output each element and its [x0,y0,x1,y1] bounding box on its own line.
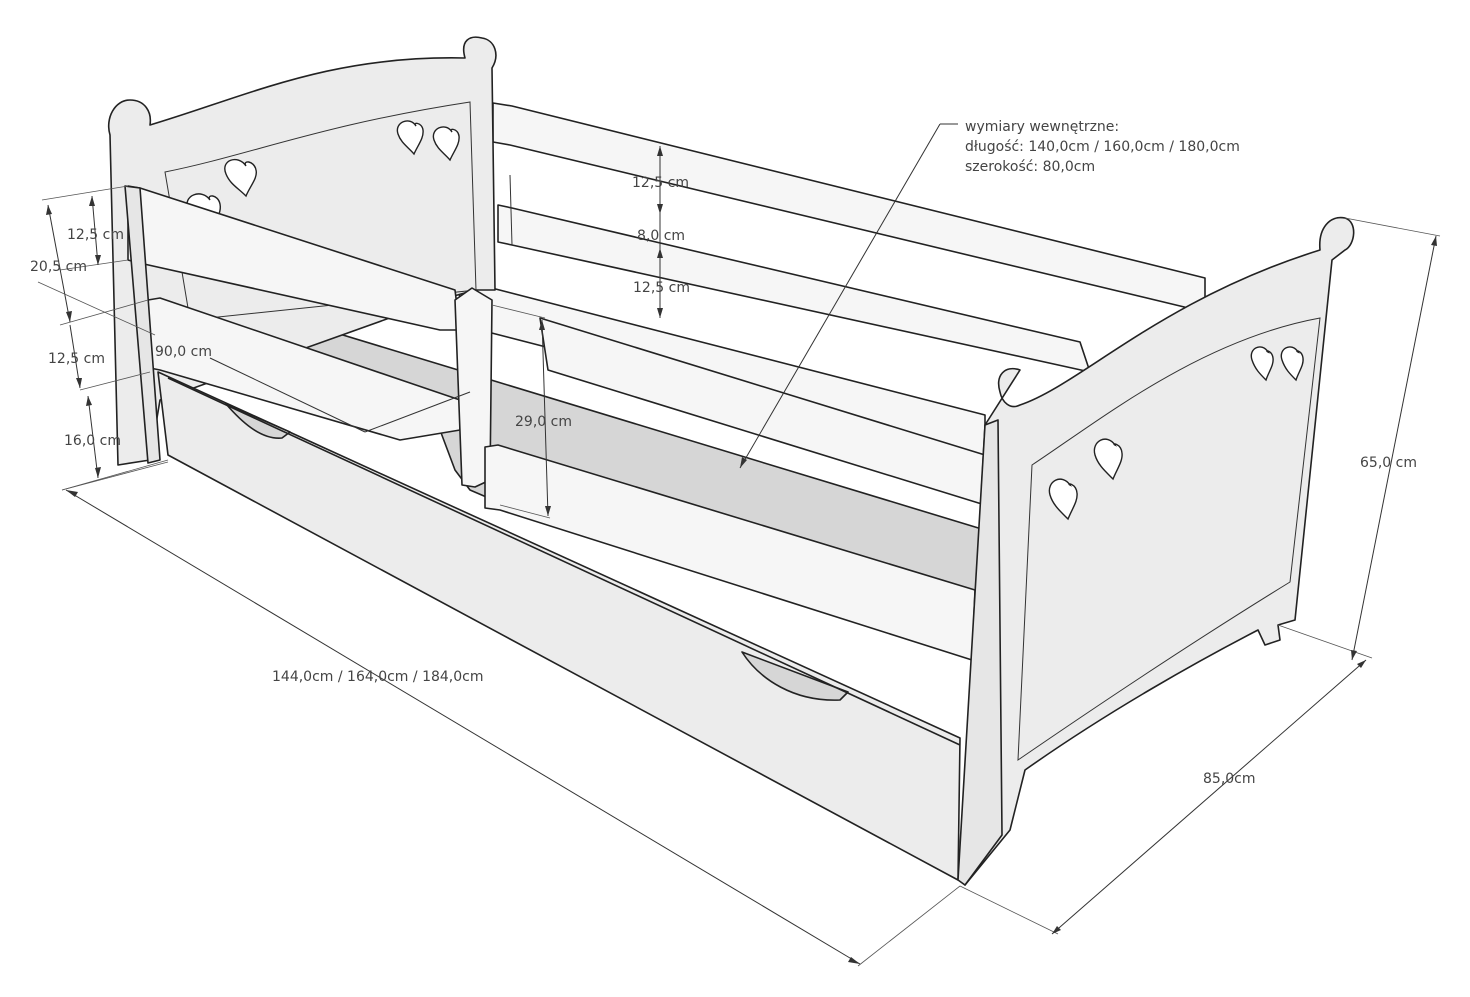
back-top-gap-label: 12,5 cm [632,175,689,191]
footboard-heart-3 [1250,346,1274,382]
footboard [959,216,1355,886]
back-mid-gap-label: 8,0 cm [637,228,685,244]
footboard-heart-2 [1093,438,1123,481]
total-length-label: 144,0cm / 164,0cm / 184,0cm [272,669,483,685]
footboard-inner-frame [1017,317,1321,761]
total-height-label: 65,0 cm [1360,455,1417,471]
drawer-height-label: 16,0 cm [64,433,121,449]
inner-dimensions-title: wymiary wewnętrzne: [965,119,1119,135]
headboard-heart-4 [432,126,460,162]
guard-height-label: 29,0 cm [515,414,572,430]
opening-width-label: 90,0 cm [155,344,212,360]
headboard-heart-2 [224,158,258,198]
front-top-gap-label: 12,5 cm [67,227,124,243]
front-rail-top [127,185,461,331]
headboard-heart-3 [396,120,424,156]
back-low-gap-label: 12,5 cm [633,280,690,296]
footboard-heart-1 [1048,478,1078,521]
footboard-heart-4 [1280,346,1304,382]
total-width-label: 85,0cm [1203,771,1256,787]
left-front-post [124,185,161,464]
dimension-lines [37,123,1441,967]
front-low-gap-label: 12,5 cm [48,351,105,367]
drawer-handle-right [741,651,849,701]
right-front-post [957,419,1003,886]
inner-length-label: długość: 140,0cm / 160,0cm / 180,0cm [965,139,1240,155]
headboard-inner-frame [164,101,477,321]
front-total-gap-label: 20,5 cm [30,259,87,275]
dimension-labels: wymiary wewnętrzne: długość: 140,0cm / 1… [30,119,1417,787]
inner-width-label: szerokość: 80,0cm [965,159,1095,175]
bed-drawing [108,36,1355,886]
